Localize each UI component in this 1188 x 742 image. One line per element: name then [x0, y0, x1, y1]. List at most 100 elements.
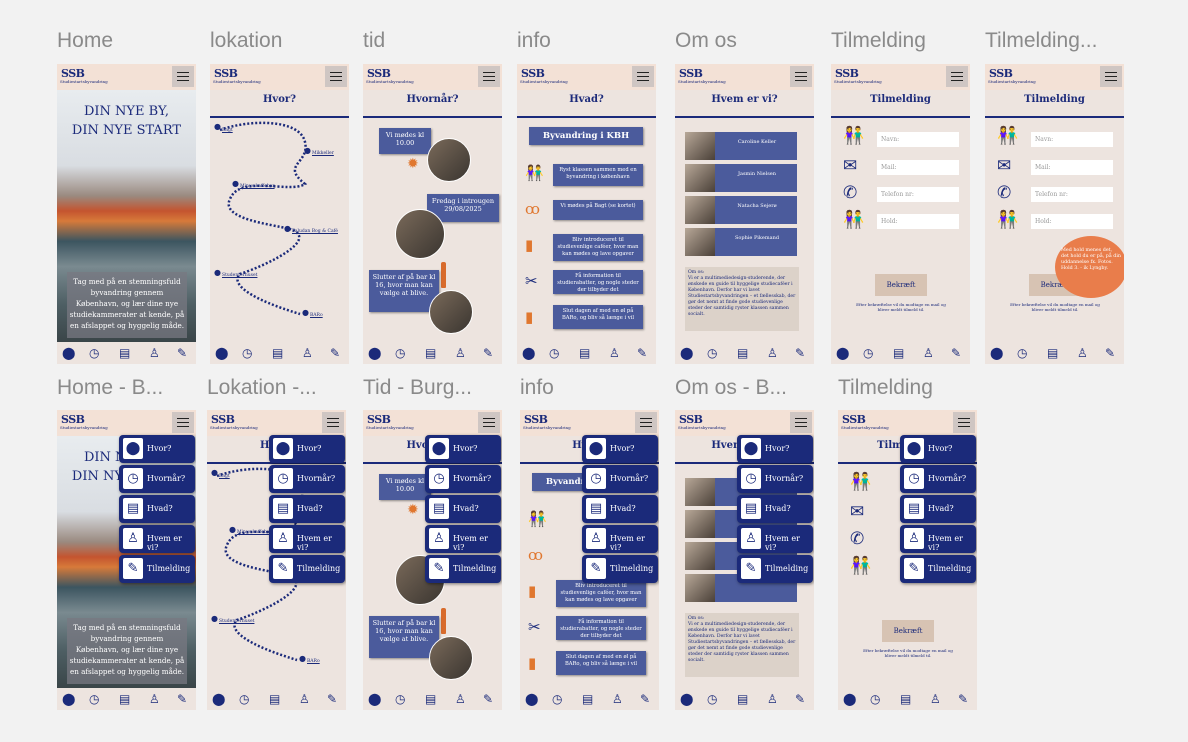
edit-icon[interactable]: ✎ [483, 692, 494, 706]
clock-icon[interactable]: ◷ [395, 692, 406, 706]
frame-tid-burger[interactable]: SSB Studiestartsbyvandring Hvornår? Vi m… [363, 410, 502, 710]
frame-label-tid-b[interactable]: Tid - Burg... [363, 376, 472, 399]
document-icon[interactable]: ▤ [269, 692, 281, 706]
menu-item-hvornaar[interactable]: ◷Hvornår? [119, 465, 195, 493]
name-field[interactable]: Navn: [877, 132, 959, 147]
mail-field[interactable]: Mail: [1031, 160, 1113, 175]
logo[interactable]: SSB [367, 413, 391, 426]
menu-item-hvor[interactable]: ⬤Hvor? [582, 435, 658, 463]
frame-label-lokation-b[interactable]: Lokation -... [207, 376, 317, 399]
menu-item-tilmelding[interactable]: ✎Tilmelding [119, 555, 195, 583]
clock-icon[interactable]: ◷ [707, 692, 718, 706]
frame-omos[interactable]: SSB Studiestartsbyvandring Hvem er vi? C… [675, 64, 814, 364]
hamburger-menu-icon[interactable] [322, 412, 344, 433]
hamburger-menu-icon[interactable] [790, 412, 812, 433]
hamburger-menu-icon[interactable] [172, 66, 194, 87]
menu-item-hvornaar[interactable]: ◷Hvornår? [582, 465, 658, 493]
clock-icon[interactable]: ◷ [707, 346, 718, 360]
document-icon[interactable]: ▤ [737, 346, 749, 360]
edit-icon[interactable]: ✎ [327, 692, 338, 706]
clock-icon[interactable]: ◷ [552, 692, 563, 706]
logo[interactable]: SSB [214, 67, 238, 80]
person-icon[interactable]: ♙ [302, 346, 313, 360]
menu-item-hvem[interactable]: ♙Hvem er vi? [900, 525, 976, 553]
map-pin-icon[interactable]: ● [211, 614, 218, 623]
hold-field[interactable]: Hold: [877, 214, 959, 229]
frame-label-home[interactable]: Home [57, 29, 114, 52]
person-icon[interactable]: ♙ [930, 692, 941, 706]
map-pin-icon[interactable]: ● [232, 179, 239, 188]
clock-icon[interactable]: ◷ [89, 692, 100, 706]
frame-label-info-b[interactable]: info [520, 376, 554, 399]
menu-item-hvor[interactable]: ⬤Hvor? [425, 435, 501, 463]
menu-item-hvor[interactable]: ⬤Hvor? [269, 435, 345, 463]
frame-tilmelding-info[interactable]: SSB Studiestartsbyvandring Tilmelding 👫 … [985, 64, 1124, 364]
person-icon[interactable]: ♙ [149, 346, 160, 360]
menu-item-hvem[interactable]: ♙Hvem er vi? [425, 525, 501, 553]
name-field[interactable]: Navn: [1031, 132, 1113, 147]
document-icon[interactable]: ▤ [119, 346, 131, 360]
menu-item-hvornaar[interactable]: ◷Hvornår? [269, 465, 345, 493]
menu-item-hvornaar[interactable]: ◷Hvornår? [900, 465, 976, 493]
edit-icon[interactable]: ✎ [795, 346, 806, 360]
frame-home-burger[interactable]: DIN NYE BY,DIN NYE START Tag med på en s… [57, 410, 196, 710]
frame-label-tilmelding-b[interactable]: Tilmelding [838, 376, 933, 399]
pin-icon[interactable]: ⬤ [836, 346, 850, 360]
confirm-button[interactable]: Bekræft [875, 274, 927, 296]
person-icon[interactable]: ♙ [455, 692, 466, 706]
menu-item-hvad[interactable]: ▤Hvad? [425, 495, 501, 523]
map-pin-icon[interactable]: ● [214, 268, 221, 277]
edit-icon[interactable]: ✎ [637, 346, 648, 360]
pin-icon[interactable]: ⬤ [62, 692, 76, 706]
document-icon[interactable]: ▤ [893, 346, 905, 360]
edit-icon[interactable]: ✎ [483, 346, 494, 360]
person-icon[interactable]: ♙ [612, 692, 623, 706]
clock-icon[interactable]: ◷ [1017, 346, 1028, 360]
hamburger-menu-icon[interactable] [632, 66, 654, 87]
frame-label-omos[interactable]: Om os [675, 29, 737, 52]
edit-icon[interactable]: ✎ [1105, 346, 1116, 360]
edit-icon[interactable]: ✎ [958, 692, 969, 706]
map-pin-icon[interactable]: ● [304, 146, 311, 155]
map-pin-icon[interactable]: ● [214, 122, 221, 131]
frame-tilmelding-burger[interactable]: SSB Studiestartsbyvandring Tilmelding 👫 … [838, 410, 977, 710]
frame-tid[interactable]: SSB Studiestartsbyvandring Hvornår? Vi m… [363, 64, 502, 364]
menu-item-tilmelding[interactable]: ✎Tilmelding [425, 555, 501, 583]
phone-field[interactable]: Telefon nr: [1031, 187, 1113, 202]
document-icon[interactable]: ▤ [900, 692, 912, 706]
hamburger-menu-icon[interactable] [953, 412, 975, 433]
document-icon[interactable]: ▤ [582, 692, 594, 706]
pin-icon[interactable]: ⬤ [62, 346, 76, 360]
hamburger-menu-icon[interactable] [325, 66, 347, 87]
person-icon[interactable]: ♙ [149, 692, 160, 706]
clock-icon[interactable]: ◷ [395, 346, 406, 360]
phone-field[interactable]: Telefon nr: [877, 187, 959, 202]
document-icon[interactable]: ▤ [425, 692, 437, 706]
document-icon[interactable]: ▤ [737, 692, 749, 706]
frame-home[interactable]: DIN NYE BY,DIN NYE START Tag med på en s… [57, 64, 196, 364]
hamburger-menu-icon[interactable] [790, 66, 812, 87]
hamburger-menu-icon[interactable] [635, 412, 657, 433]
clock-icon[interactable]: ◷ [242, 346, 253, 360]
menu-item-hvor[interactable]: ⬤Hvor? [900, 435, 976, 463]
person-icon[interactable]: ♙ [1077, 346, 1088, 360]
logo[interactable]: SSB [367, 67, 391, 80]
edit-icon[interactable]: ✎ [795, 692, 806, 706]
frame-lokation[interactable]: SSB Studiestartsbyvandring Hvor? ● Bagt … [210, 64, 349, 364]
menu-item-tilmelding[interactable]: ✎Tilmelding [737, 555, 813, 583]
menu-item-hvornaar[interactable]: ◷Hvornår? [425, 465, 501, 493]
pin-icon[interactable]: ⬤ [212, 692, 226, 706]
hamburger-menu-icon[interactable] [172, 412, 194, 433]
menu-item-hvem[interactable]: ♙Hvem er vi? [582, 525, 658, 553]
map-pin-icon[interactable]: ● [299, 654, 306, 663]
frame-label-info[interactable]: info [517, 29, 551, 52]
person-icon[interactable]: ♙ [923, 346, 934, 360]
map-pin-icon[interactable]: ● [229, 525, 236, 534]
pin-icon[interactable]: ⬤ [522, 346, 536, 360]
menu-item-tilmelding[interactable]: ✎Tilmelding [582, 555, 658, 583]
person-icon[interactable]: ♙ [767, 346, 778, 360]
pin-icon[interactable]: ⬤ [368, 692, 382, 706]
frame-omos-burger[interactable]: SSB Studiestartsbyvandring Hvem er vi? O… [675, 410, 814, 710]
frame-tilmelding[interactable]: SSB Studiestartsbyvandring Tilmelding 👫 … [831, 64, 970, 364]
frame-label-tid[interactable]: tid [363, 29, 386, 52]
